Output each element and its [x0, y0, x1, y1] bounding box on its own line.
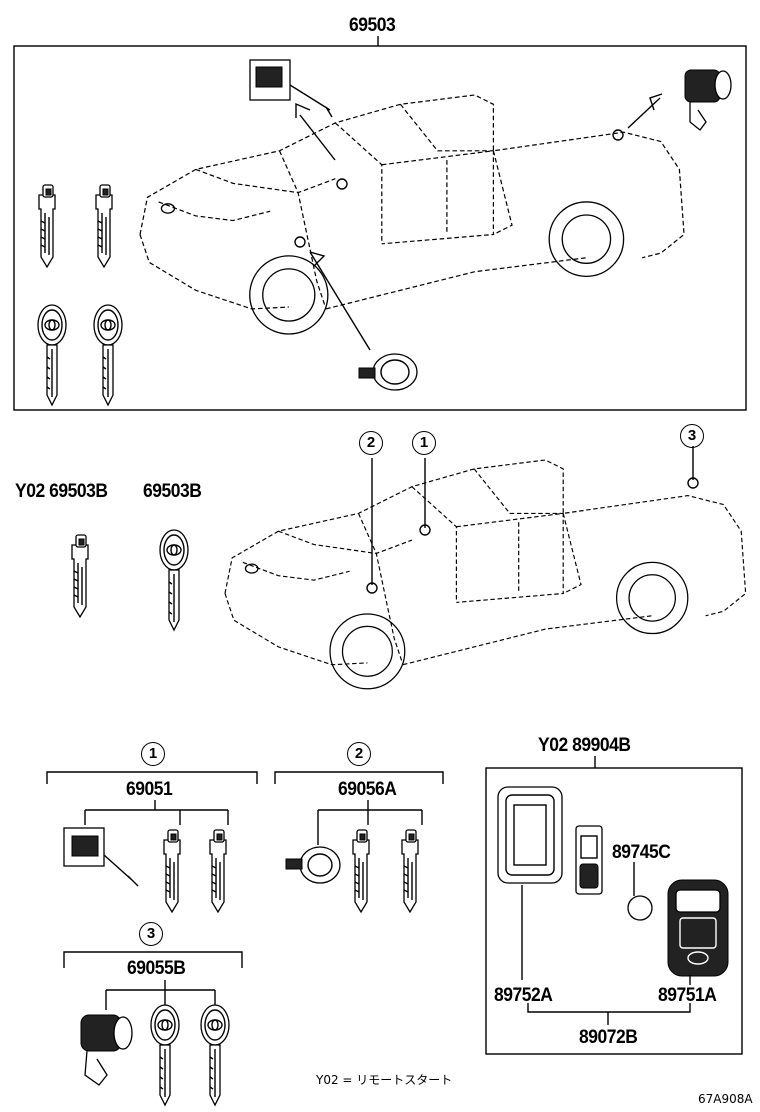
part-number-69503: 69503	[349, 15, 396, 36]
group-1-circle: 1	[141, 742, 165, 766]
group-3-circle: 3	[139, 922, 163, 946]
ignition-lock-top	[249, 59, 333, 118]
callout-1: 1	[412, 431, 436, 455]
part-number-y02-69503b: Y02 69503B	[15, 481, 108, 502]
transmitter-drawing	[667, 879, 729, 977]
battery-drawing	[627, 895, 653, 921]
figure-code: 67A908A	[698, 1092, 753, 1106]
part-number-89745c: 89745C	[612, 842, 671, 863]
callout-2: 2	[359, 431, 383, 455]
truck-top-drawing	[139, 94, 685, 335]
part-number-89751a: 89751A	[658, 985, 717, 1006]
part-number-89752a: 89752A	[494, 985, 553, 1006]
key-case-drawing	[497, 786, 563, 884]
part-number-69055b: 69055B	[127, 958, 186, 979]
part-number-89072b: 89072B	[579, 1027, 638, 1048]
key-plate-drawing	[575, 825, 603, 895]
part-number-69056a: 69056A	[338, 779, 397, 800]
part-number-69051: 69051	[126, 779, 173, 800]
part-number-69503b: 69503B	[143, 481, 202, 502]
remote-header: Y02 89904B	[538, 735, 631, 756]
callout-3: 3	[680, 424, 704, 448]
footnote: Y02 = リモートスタート	[316, 1073, 453, 1087]
door-lock-top	[358, 353, 418, 391]
group-2-circle: 2	[347, 742, 371, 766]
tailgate-lock-top	[684, 69, 732, 131]
remote-frame	[485, 767, 743, 1055]
top-frame	[13, 45, 747, 411]
truck-middle-drawing	[224, 459, 747, 690]
